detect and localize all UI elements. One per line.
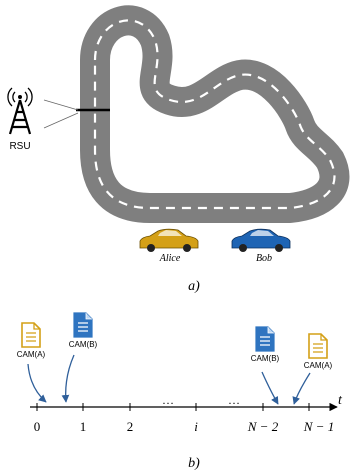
tick-label-0: 0 — [34, 419, 41, 434]
rsu-signal-line-1 — [43, 99, 79, 111]
car-bob-label: Bob — [256, 253, 272, 264]
arrow-cam-b-2 — [261, 371, 279, 405]
tick-label-1: 1 — [80, 419, 87, 434]
road-track — [80, 5, 350, 223]
ellipsis-1: … — [162, 393, 174, 407]
document-icon-cam-b-2 — [255, 326, 275, 352]
car-alice-label: Alice — [159, 253, 181, 264]
tick-label-n-minus-1: N − 1 — [303, 419, 334, 434]
document-icon-cam-a-2 — [308, 333, 328, 359]
ellipsis-2: … — [228, 393, 240, 407]
caption-b: b) — [188, 456, 200, 471]
cam-b-label-1: CAM(B) — [69, 340, 98, 349]
arrow-cam-a-2 — [292, 372, 311, 405]
rsu-label: RSU — [9, 141, 30, 152]
document-icon-cam-b-1 — [73, 312, 93, 338]
tick-label-2: 2 — [127, 419, 134, 434]
cam-a-label-1: CAM(A) — [17, 350, 46, 359]
document-icon-cam-a-1 — [21, 322, 41, 348]
tick-label-n-minus-2: N − 2 — [247, 419, 279, 434]
caption-a: a) — [188, 279, 200, 294]
cam-a-label-2: CAM(A) — [304, 361, 333, 370]
car-bob-icon — [231, 228, 291, 252]
arrow-cam-b-1 — [61, 354, 75, 403]
tick-label-i: i — [194, 419, 198, 434]
rsu-tower-icon — [7, 87, 33, 135]
car-alice-icon — [139, 228, 199, 252]
cam-b-label-2: CAM(B) — [251, 354, 280, 363]
axis-ticks — [36, 403, 310, 411]
rsu-signal-line-2 — [43, 112, 79, 129]
axis-label-t: t — [338, 393, 343, 408]
arrow-cam-a-1 — [27, 363, 47, 403]
